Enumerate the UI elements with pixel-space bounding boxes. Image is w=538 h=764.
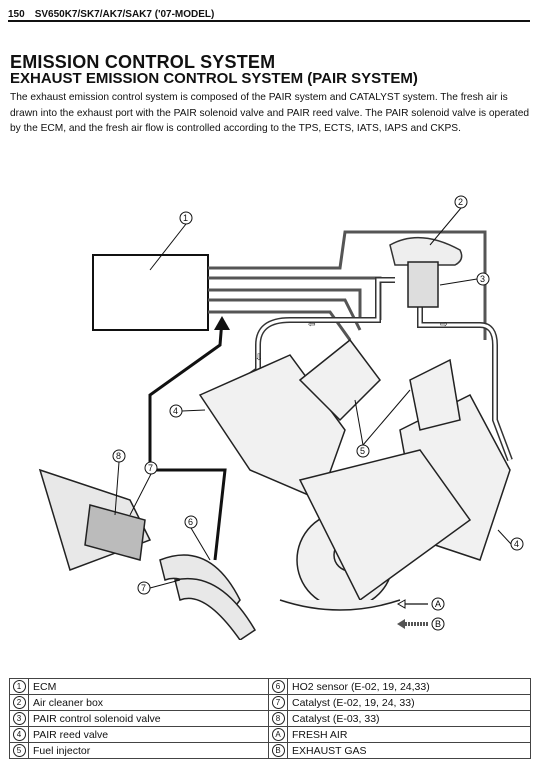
legend-num: 3 — [12, 712, 26, 725]
callout-7a: 7 — [148, 463, 153, 473]
legend-num: 7 — [271, 696, 285, 709]
callout-1: 1 — [183, 213, 188, 223]
ecm-box — [92, 254, 209, 331]
subsection-title: EXHAUST EMISSION CONTROL SYSTEM (PAIR SY… — [10, 70, 418, 87]
arrow-legend: A B — [396, 597, 445, 631]
legend-num: B — [271, 744, 285, 757]
legend-num: 4 — [12, 728, 26, 741]
table-row: 4 PAIR reed valve A FRESH AIR — [9, 726, 531, 743]
table-row: 2 Air cleaner box 7 Catalyst (E-02, 19, … — [9, 694, 531, 711]
description-paragraph: The exhaust emission control system is c… — [10, 92, 530, 134]
legend-label: Catalyst (E-02, 19, 24, 33) — [287, 694, 531, 711]
pair-system-diagram: ⇦ ⇨ ⇩ 1 2 3 4 4 5 6 7 7 8 A B — [38, 195, 524, 640]
callout-3: 3 — [480, 274, 485, 284]
legend-label: FRESH AIR — [287, 726, 531, 743]
legend-label: PAIR control solenoid valve — [28, 710, 269, 727]
callout-4a: 4 — [173, 406, 178, 416]
legend-num: 1 — [12, 680, 26, 693]
legend-num: 8 — [271, 712, 285, 725]
section-title: EMISSION CONTROL SYSTEM — [10, 52, 276, 72]
legend-label: Air cleaner box — [28, 694, 269, 711]
legend-label: Catalyst (E-03, 33) — [287, 710, 531, 727]
page-header: 150 SV650K7/SK7/AK7/SAK7 ('07-MODEL) — [8, 4, 530, 22]
callout-8: 8 — [116, 451, 121, 461]
legend-label: Fuel injector — [28, 742, 269, 759]
callout-4b: 4 — [514, 539, 519, 549]
callout-2: 2 — [458, 197, 463, 207]
callout-7b: 7 — [141, 583, 146, 593]
arrow-legend-a: A — [435, 599, 441, 609]
legend-label: ECM — [28, 678, 269, 695]
legend-label: PAIR reed valve — [28, 726, 269, 743]
svg-text:⇦: ⇦ — [308, 319, 316, 329]
legend-label: HO2 sensor (E-02, 19, 24,33) — [287, 678, 531, 695]
engine-illustration — [198, 338, 511, 611]
parts-legend-table: 1 ECM 6 HO2 sensor (E-02, 19, 24,33) 2 A… — [9, 678, 531, 759]
table-row: 3 PAIR control solenoid valve 8 Catalyst… — [9, 710, 531, 727]
legend-num: 6 — [271, 680, 285, 693]
page-number: 150 — [8, 9, 25, 20]
callout-6: 6 — [188, 517, 193, 527]
legend-num: 5 — [12, 744, 26, 757]
legend-label: EXHAUST GAS — [287, 742, 531, 759]
table-row: 1 ECM 6 HO2 sensor (E-02, 19, 24,33) — [9, 678, 531, 695]
legend-num: 2 — [12, 696, 26, 709]
table-row: 5 Fuel injector B EXHAUST GAS — [9, 742, 531, 759]
pair-solenoid-valve-shape — [407, 261, 439, 308]
svg-text:⇩: ⇩ — [255, 352, 263, 362]
callout-5: 5 — [360, 446, 365, 456]
arrow-legend-b: B — [435, 619, 441, 629]
model-label: SV650K7/SK7/AK7/SAK7 ('07-MODEL) — [34, 9, 215, 20]
legend-num: A — [271, 728, 285, 741]
svg-text:⇨: ⇨ — [440, 319, 448, 329]
